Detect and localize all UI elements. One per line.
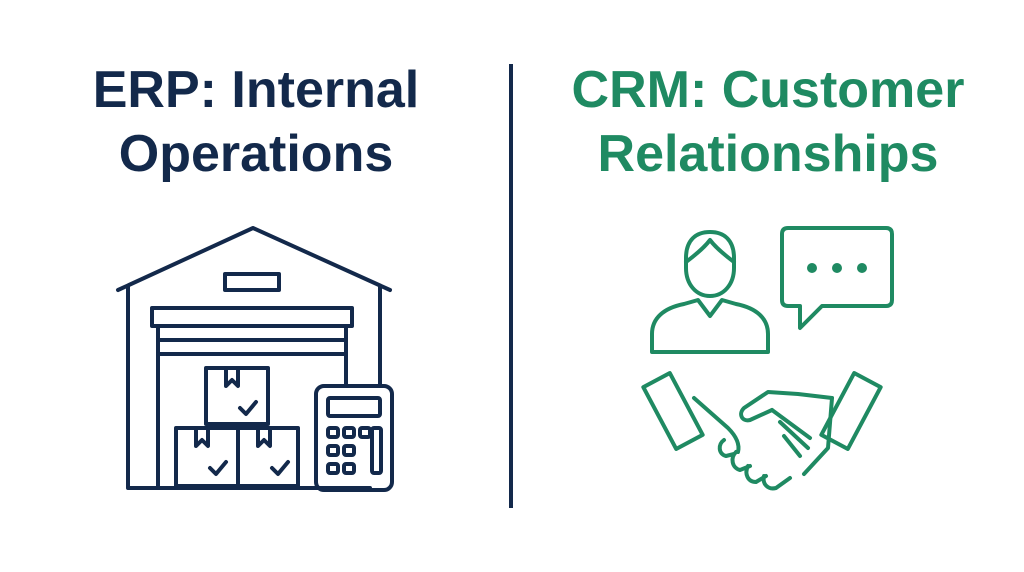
person-icon: [650, 230, 770, 354]
crm-heading: CRM: Customer Relationships: [512, 58, 1024, 186]
erp-heading-line2: Operations: [118, 125, 394, 183]
box-stack-icon: [174, 366, 300, 488]
speech-bubble-icon: [780, 226, 894, 330]
crm-illustration: [640, 222, 902, 498]
crm-heading-line2: Relationships: [597, 125, 939, 183]
panel-divider: [509, 64, 513, 508]
erp-heading: ERP: Internal Operations: [0, 58, 512, 186]
crm-panel: CRM: Customer Relationships: [512, 0, 1024, 572]
erp-illustration: [108, 222, 408, 494]
handshake-icon: [641, 371, 883, 491]
erp-panel: ERP: Internal Operations: [0, 58, 512, 494]
warehouse-icon: [116, 226, 392, 490]
crm-heading-line1: CRM: Customer: [571, 61, 965, 119]
calculator-icon: [314, 384, 394, 492]
erp-heading-line1: ERP: Internal: [92, 61, 420, 119]
